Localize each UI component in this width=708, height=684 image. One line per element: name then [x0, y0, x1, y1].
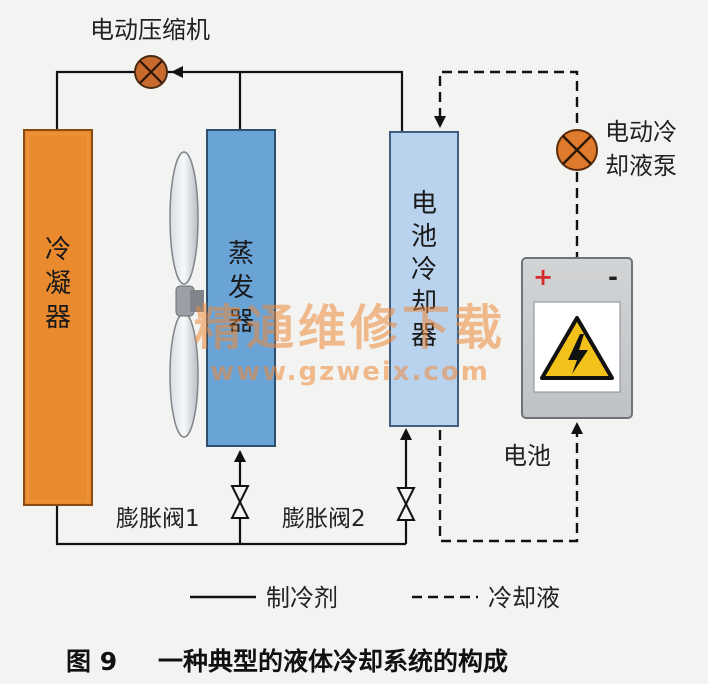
fan-icon [169, 151, 204, 438]
figure-title: 一种典型的液体冷却系统的构成 [158, 647, 508, 676]
expansion-valve-1-label: 膨胀阀1 [116, 506, 200, 532]
expansion-valve-2-label: 膨胀阀2 [282, 506, 366, 532]
battery-cooler-label: 电池冷却器 [411, 189, 437, 351]
arrow-into-compressor [171, 66, 183, 78]
condenser-label: 冷凝器 [45, 235, 71, 333]
battery-label: 电池 [503, 442, 551, 470]
coolant-bottom-line [438, 430, 579, 543]
condenser-block [23, 129, 93, 506]
expansion-valve-1-icon [230, 485, 250, 519]
refrigerant-bottom-line [55, 505, 406, 546]
figure-number: 图 9 [66, 647, 117, 676]
arrow-into-cooler-coolant [434, 116, 446, 128]
legend-coolant-label: 冷却液 [488, 584, 560, 612]
legend-refrigerant-label: 制冷剂 [266, 584, 338, 612]
battery-cooler-block [389, 131, 459, 427]
refrigerant-loop-outer [55, 70, 404, 132]
coolant-pump-label-line1: 电动冷 [605, 118, 677, 146]
arrow-into-evaporator [234, 450, 246, 462]
compressor-label: 电动压缩机 [90, 16, 210, 44]
evaporator-block [206, 129, 276, 447]
arrow-into-battery-cooler [400, 428, 412, 440]
expansion-valve-2-icon [396, 487, 416, 521]
lightning-bolt-icon [568, 334, 588, 374]
coolant-top-line [438, 70, 579, 128]
compressor-icon [134, 55, 168, 89]
evaporator-label: 蒸发器 [228, 239, 254, 337]
battery-plus-terminal: + [533, 263, 553, 291]
coolant-pump-icon [556, 129, 598, 171]
arrow-into-battery-coolant [571, 422, 583, 434]
battery-minus-terminal: - [608, 263, 618, 291]
battery-pack [521, 257, 633, 419]
watermark-url: www.gzweix.com [210, 357, 490, 387]
coolant-lines [438, 70, 579, 543]
coolant-pump-label-line2: 却液泵 [605, 152, 677, 180]
watermark-text: 精通维修下载 [194, 300, 506, 356]
